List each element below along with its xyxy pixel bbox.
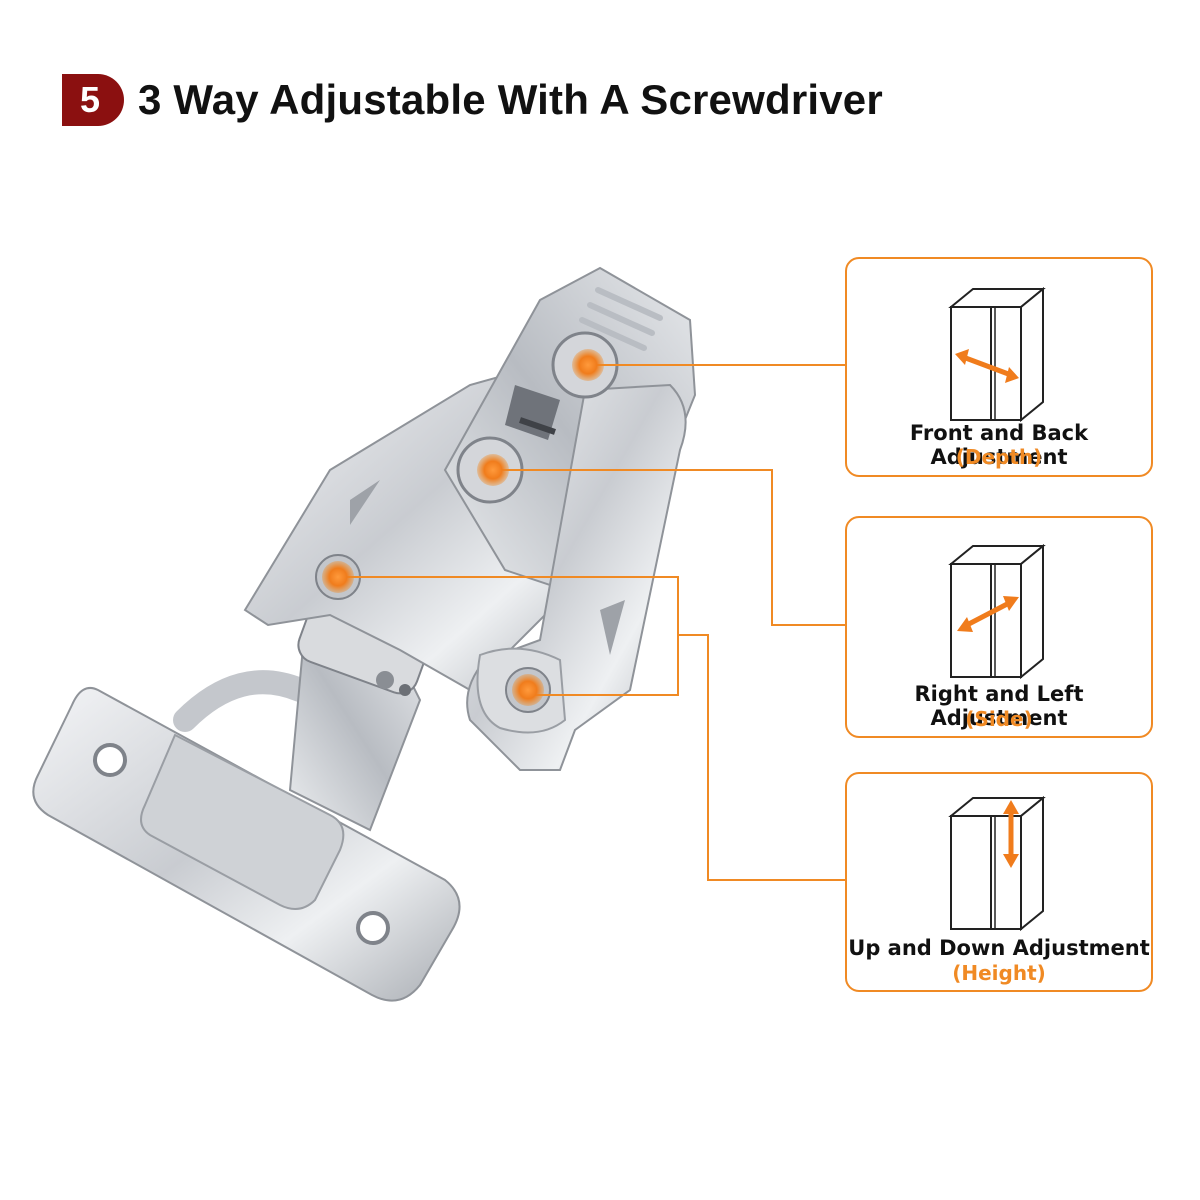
adjustment-sub: (Depth) [955, 445, 1043, 469]
marker-dot [512, 674, 544, 706]
page-title: 3 Way Adjustable With A Screwdriver [138, 76, 883, 123]
screw-hole [356, 911, 390, 945]
hinge-mounting-plate [32, 670, 461, 1002]
adjustment-label: Up and Down Adjustment [848, 936, 1150, 960]
leader-lines [338, 364, 845, 881]
adjustment-card-depth: Front and Back Adjustment (Depth) [845, 257, 1153, 477]
adjustment-markers [322, 349, 604, 706]
marker-dot [477, 454, 509, 486]
adjustment-label: Right and Left Adjustment [914, 682, 1084, 730]
step-badge: 5 [62, 74, 124, 126]
step-number: 5 [79, 79, 101, 120]
vertical-arrow-icon [948, 796, 1046, 932]
horizontal-arrow-icon [948, 287, 1046, 423]
leader-line-height-b [678, 634, 845, 881]
adjustment-card-side: Right and Left Adjustment (Side) [845, 516, 1153, 738]
header: 5 3 Way Adjustable With A Screwdriver [62, 74, 883, 126]
marker-dot [322, 561, 354, 593]
badge-shape [62, 74, 124, 126]
screw-hole [93, 743, 127, 777]
adjustment-sub: (Height) [952, 961, 1046, 985]
diagonal-arrow-icon [948, 544, 1046, 680]
leader-line-side [490, 469, 845, 626]
marker-dot [572, 349, 604, 381]
adjustment-sub: (Side) [965, 707, 1033, 731]
adjustment-card-height: Up and Down Adjustment (Height) [845, 772, 1153, 992]
adjustment-label: Front and Back Adjustment [909, 421, 1089, 469]
